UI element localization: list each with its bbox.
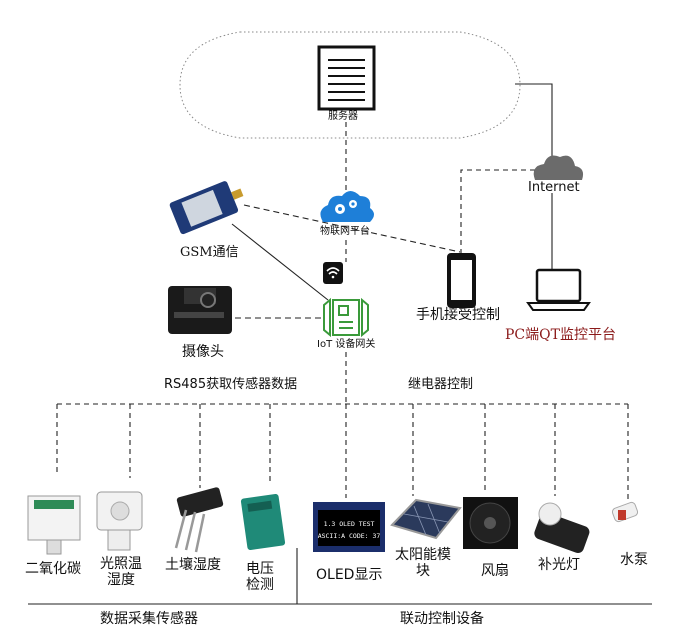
rs485-section-label: RS485获取传感器数据 <box>164 377 298 392</box>
phone-label: 手机接受控制 <box>416 307 500 323</box>
iot-platform-label: 物联网平台 <box>320 226 370 237</box>
light-temp-humidity-sensor-icon <box>96 491 143 551</box>
solar-panel-icon <box>390 498 462 540</box>
pc-label: PC端QT监控平台 <box>505 327 616 343</box>
oled-line-2: ASCII:A CODE: 37 <box>318 532 381 540</box>
sensors-group-label: 数据采集传感器 <box>100 611 198 627</box>
server-label: 服务器 <box>328 111 358 122</box>
voltage-sensor-icon <box>240 493 286 551</box>
gateway-label: IoT 设备网关 <box>317 339 376 350</box>
pc-laptop-icon <box>526 268 591 311</box>
oled-display-icon: 1.3 OLED TEST ASCII:A CODE: 37 <box>313 502 385 552</box>
actuator-oled-label: OLED显示 <box>316 567 383 583</box>
oled-line-1: 1.3 OLED TEST <box>324 520 375 528</box>
sensor-light-temp-humidity-label: 光照温湿度 <box>100 556 142 589</box>
actuator-solar-label: 太阳能模块 <box>395 547 451 580</box>
co2-sensor-icon <box>27 495 81 555</box>
internet-cloud-icon <box>533 155 584 180</box>
actuator-fan-label: 风扇 <box>481 563 509 579</box>
server-cloud-outline <box>179 31 521 139</box>
water-pump-icon <box>611 501 639 523</box>
phone-icon <box>447 253 476 308</box>
fill-light-icon <box>534 502 590 554</box>
iot-platform-cloud-icon <box>320 191 374 222</box>
connection-lines <box>28 83 652 605</box>
soil-moisture-sensor-icon <box>174 487 224 553</box>
sensor-voltage-label: 电压检测 <box>246 561 274 594</box>
internet-label: Internet <box>528 180 580 195</box>
camera-module-icon <box>168 286 232 334</box>
actuators-group-label: 联动控制设备 <box>400 611 484 627</box>
gsm-label: GSM通信 <box>180 245 239 260</box>
actuator-water-pump-label: 水泵 <box>620 552 648 568</box>
sensor-co2-label: 二氧化碳 <box>25 561 81 577</box>
sensor-soil-moisture-label: 土壤湿度 <box>165 557 221 573</box>
gsm-module-icon <box>169 181 244 235</box>
wifi-icon <box>323 262 343 284</box>
actuator-fill-light-label: 补光灯 <box>538 557 580 573</box>
camera-label: 摄像头 <box>182 344 224 360</box>
server-icon <box>317 45 376 111</box>
fan-icon <box>463 497 518 549</box>
relay-section-label: 继电器控制 <box>408 377 474 392</box>
iot-gateway-icon <box>323 297 369 338</box>
